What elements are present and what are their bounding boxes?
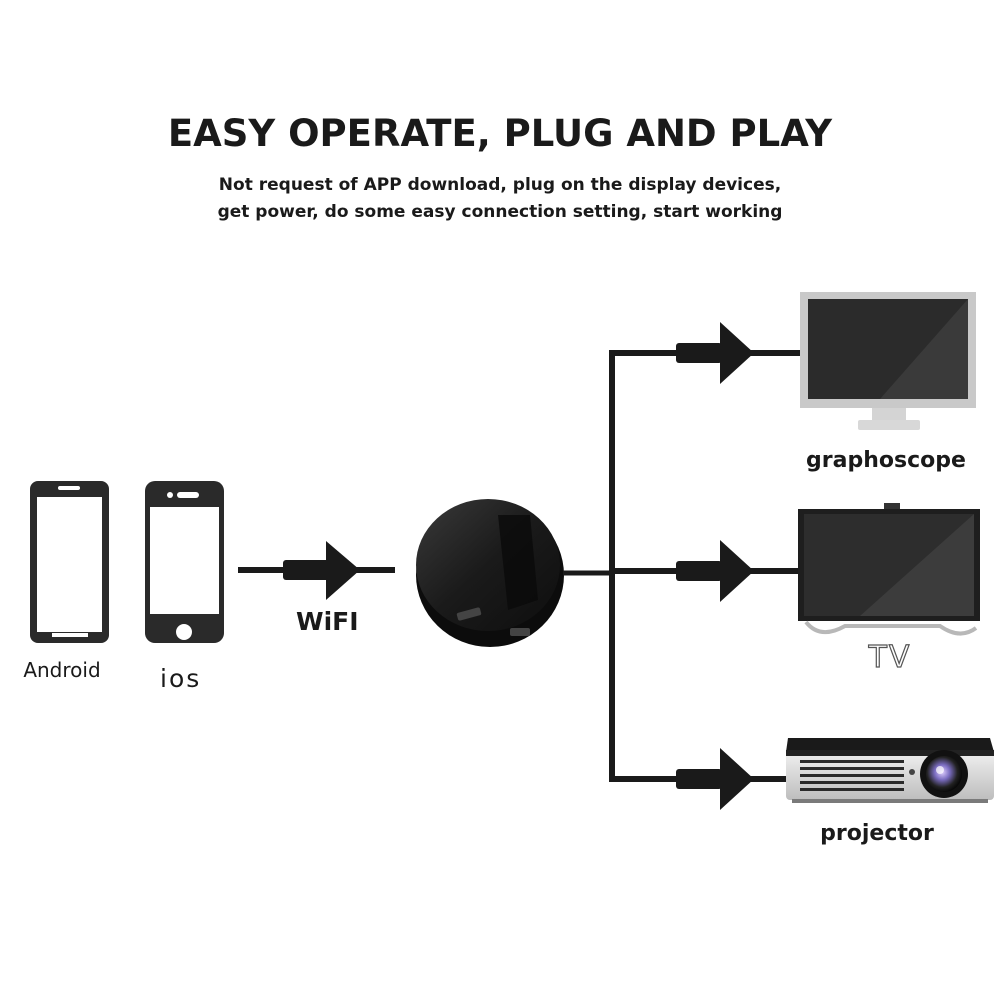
graphoscope-label: graphoscope [806,448,966,473]
wifi-label: WiFI [296,607,359,636]
subtitle-line-1: Not request of APP download, plug on the… [218,175,782,195]
arrow-to-tv [676,540,754,602]
dongle-icon [416,499,564,647]
projector-label: projector [820,821,934,846]
branch-lines [563,350,800,782]
arrow-icon [326,541,360,600]
ios-label: ios [160,664,202,693]
arrow-to-projector [676,748,754,810]
tv-icon [798,503,980,636]
iphone-icon [145,481,224,643]
arrow-icon [720,322,754,384]
arrow-icon [720,540,754,602]
page-title: EASY OPERATE, PLUG AND PLAY [167,112,833,155]
wifi-arrow [238,541,395,600]
arrow-to-graphoscope [676,322,754,384]
android-phone-icon [30,481,109,643]
projector-icon [786,738,994,803]
monitor-icon [800,292,976,430]
tv-label: TV [868,639,912,675]
subtitle-line-2: get power, do some easy connection setti… [217,202,783,222]
android-label: Android [23,658,101,682]
arrow-icon [720,748,754,810]
